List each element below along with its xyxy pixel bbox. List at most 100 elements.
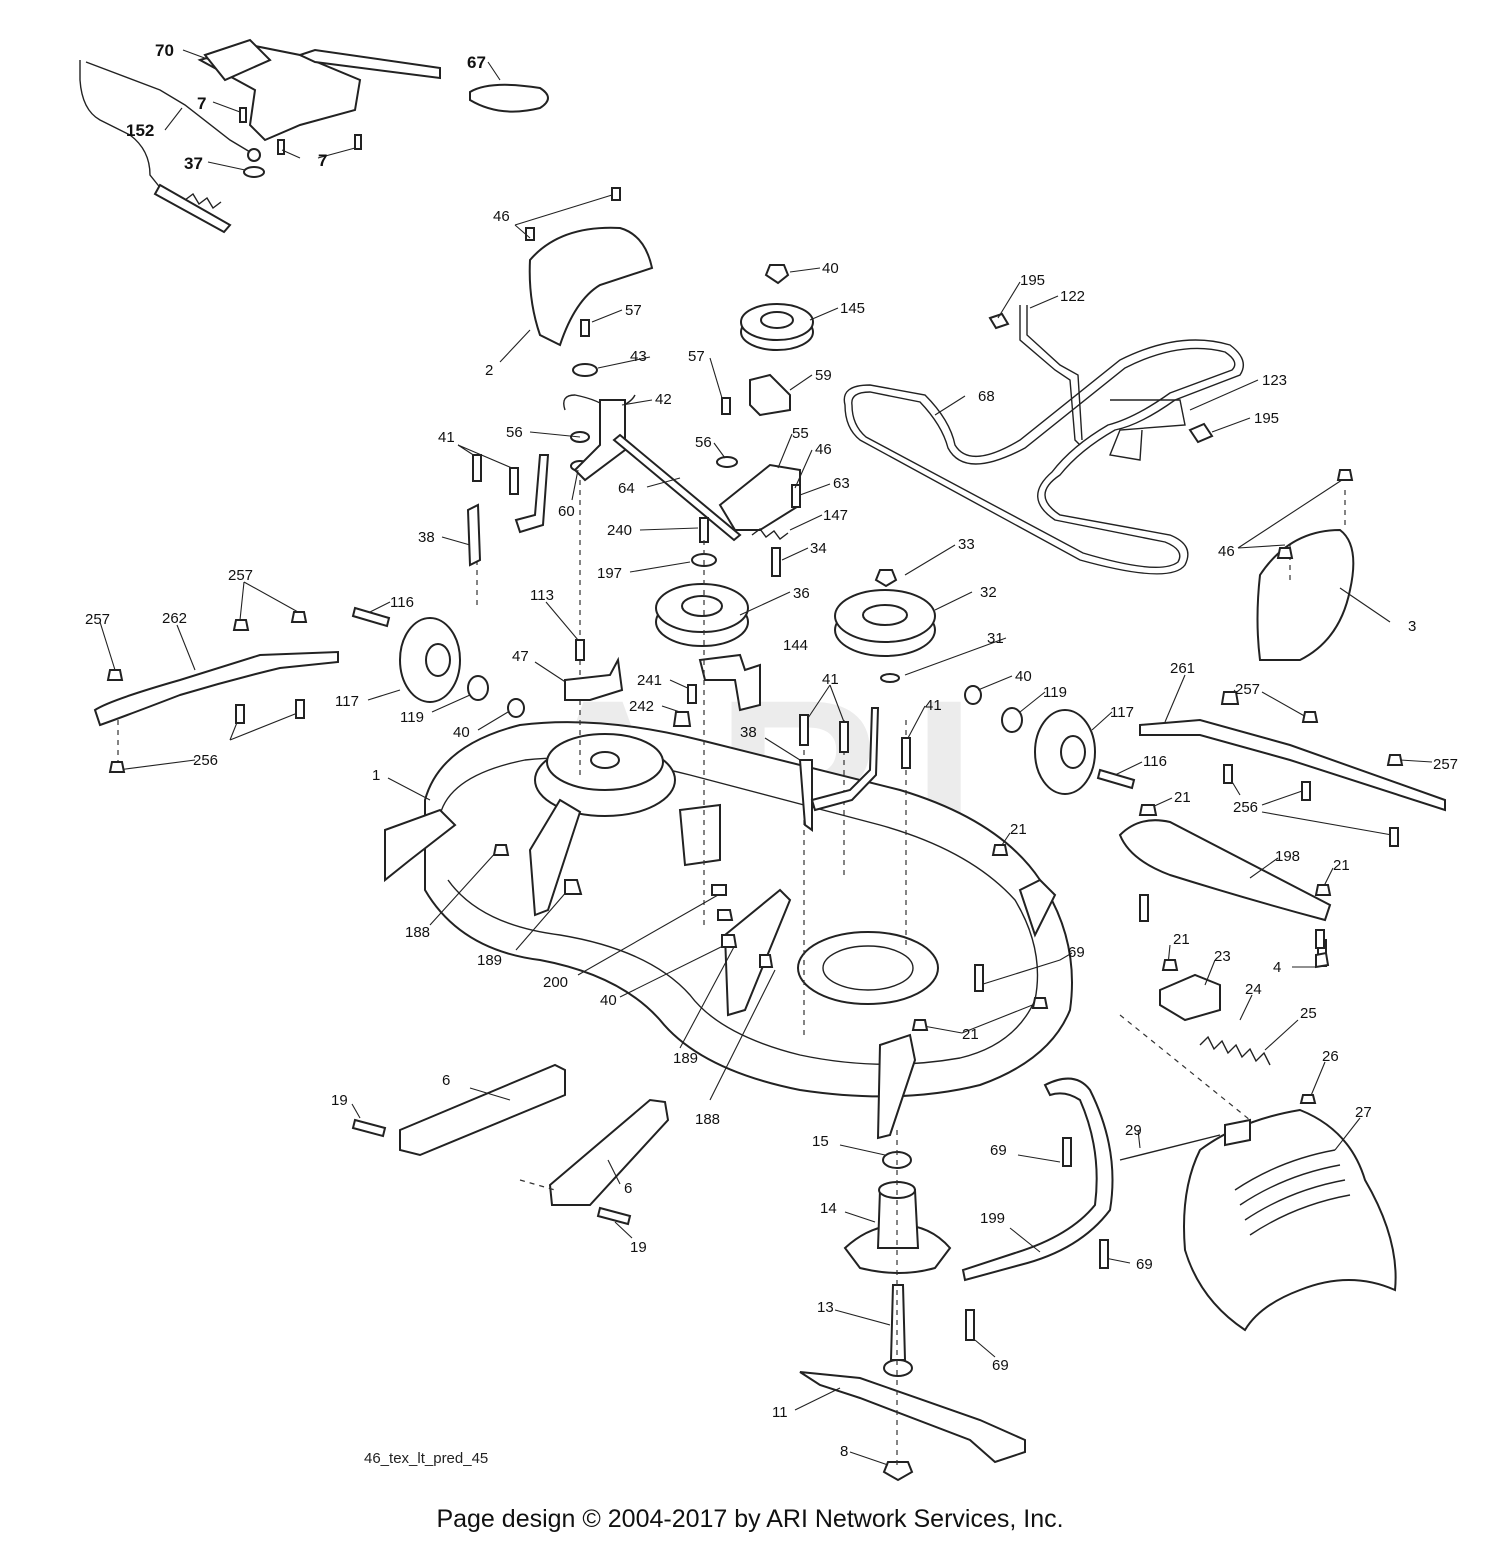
callout-198: 198	[1275, 848, 1300, 865]
callout-40: 40	[453, 724, 470, 741]
callout-25: 25	[1300, 1005, 1317, 1022]
callout-117: 117	[335, 693, 359, 710]
callout-256: 256	[193, 752, 218, 769]
callout-152: 152	[126, 121, 154, 140]
idler-bracket-part	[718, 463, 801, 540]
baffle-part	[1118, 819, 1332, 922]
callout-55: 55	[792, 425, 809, 442]
callout-122: 122	[1060, 288, 1085, 305]
callout-242: 242	[629, 698, 654, 715]
hinge-bracket-part	[1159, 973, 1221, 1022]
callout-6: 6	[624, 1180, 632, 1197]
callout-34: 34	[810, 540, 827, 557]
callout-257: 257	[1235, 681, 1260, 698]
callout-19: 19	[630, 1239, 647, 1256]
callout-261: 261	[1170, 660, 1195, 677]
callout-116: 116	[1143, 753, 1167, 770]
callout-241: 241	[637, 672, 662, 689]
blade-nut-part	[882, 1461, 914, 1482]
screw-part	[239, 107, 247, 123]
bolt-part	[699, 517, 709, 543]
screw-part	[277, 139, 285, 155]
callout-57: 57	[625, 302, 642, 319]
callout-21: 21	[962, 1026, 979, 1043]
callout-40: 40	[822, 260, 839, 277]
callout-21: 21	[1333, 857, 1350, 874]
lift-handle-assembly	[79, 38, 441, 234]
hanger-bracket-left-part	[399, 1063, 566, 1157]
callout-113: 113	[530, 587, 554, 604]
callout-36: 36	[793, 585, 810, 602]
callout-11: 11	[772, 1404, 788, 1421]
callout-67: 67	[467, 53, 486, 72]
callout-29: 29	[1125, 1122, 1142, 1139]
belt-shield-right-part	[1256, 528, 1355, 661]
callout-116: 116	[390, 594, 414, 611]
arm-bracket-part	[698, 653, 761, 712]
fasteners	[106, 454, 1404, 1341]
callout-257: 257	[85, 611, 110, 628]
callout-40: 40	[600, 992, 617, 1009]
callout-188: 188	[405, 924, 430, 941]
callout-69: 69	[992, 1357, 1009, 1374]
callout-33: 33	[958, 536, 975, 553]
callout-189: 189	[673, 1050, 698, 1067]
callout-144: 144	[783, 637, 808, 654]
callout-70: 70	[155, 41, 174, 60]
callout-119: 119	[400, 709, 424, 726]
callout-46: 46	[815, 441, 832, 458]
copyright-footer: Page design © 2004-2017 by ARI Network S…	[436, 1505, 1064, 1533]
callout-199: 199	[980, 1210, 1005, 1227]
callout-188: 188	[695, 1111, 720, 1128]
callout-56: 56	[506, 424, 523, 441]
spindle-housing-part	[843, 1181, 952, 1274]
stabilizer-bar-left-part	[93, 650, 339, 727]
deck-pulley-part	[834, 569, 936, 683]
callout-19: 19	[331, 1092, 348, 1109]
bolt-part	[771, 547, 781, 577]
hinge-rod-part	[1119, 1134, 1221, 1161]
callout-240: 240	[607, 522, 632, 539]
callout-117: 117	[1110, 704, 1134, 721]
callout-24: 24	[1245, 981, 1262, 998]
callout-195: 195	[1254, 410, 1279, 427]
callout-1: 1	[372, 767, 380, 784]
callout-32: 32	[980, 584, 997, 601]
callout-42: 42	[655, 391, 672, 408]
hanger-bracket-right-part	[548, 1098, 670, 1206]
callout-195: 195	[1020, 272, 1045, 289]
callout-68: 68	[978, 388, 995, 405]
washer-part	[716, 456, 738, 468]
callout-labels: 70 67 7 152 37 7 46 2 57 43 42 56 60 64 …	[85, 41, 1458, 1460]
callout-47: 47	[512, 648, 529, 665]
blade-part	[799, 1371, 1026, 1464]
callout-21: 21	[1173, 931, 1190, 948]
callout-257: 257	[1433, 756, 1458, 773]
idler-pulley-lower-part	[655, 583, 749, 647]
callout-262: 262	[162, 610, 187, 627]
callout-123: 123	[1262, 372, 1287, 389]
callout-69: 69	[1136, 1256, 1153, 1273]
belt-shield-left-part	[525, 187, 654, 347]
callout-41: 41	[822, 671, 839, 688]
callout-189: 189	[477, 952, 502, 969]
callout-64: 64	[618, 480, 635, 497]
callout-7: 7	[197, 94, 206, 113]
callout-43: 43	[630, 348, 647, 365]
callout-46: 46	[493, 208, 510, 225]
callout-27: 27	[1355, 1104, 1372, 1121]
callout-15: 15	[812, 1133, 829, 1150]
callout-69: 69	[990, 1142, 1007, 1159]
washer-part	[243, 166, 265, 178]
callout-13: 13	[817, 1299, 834, 1316]
callout-38: 38	[740, 724, 757, 741]
gauge-wheel-left-part	[351, 606, 525, 718]
idler-arm-group	[563, 319, 742, 542]
callout-147: 147	[823, 507, 848, 524]
callout-40: 40	[1015, 668, 1032, 685]
callout-56: 56	[695, 434, 712, 451]
bracket-part	[749, 373, 791, 417]
callout-8: 8	[840, 1443, 848, 1460]
discharge-chute-part	[1183, 1108, 1397, 1332]
